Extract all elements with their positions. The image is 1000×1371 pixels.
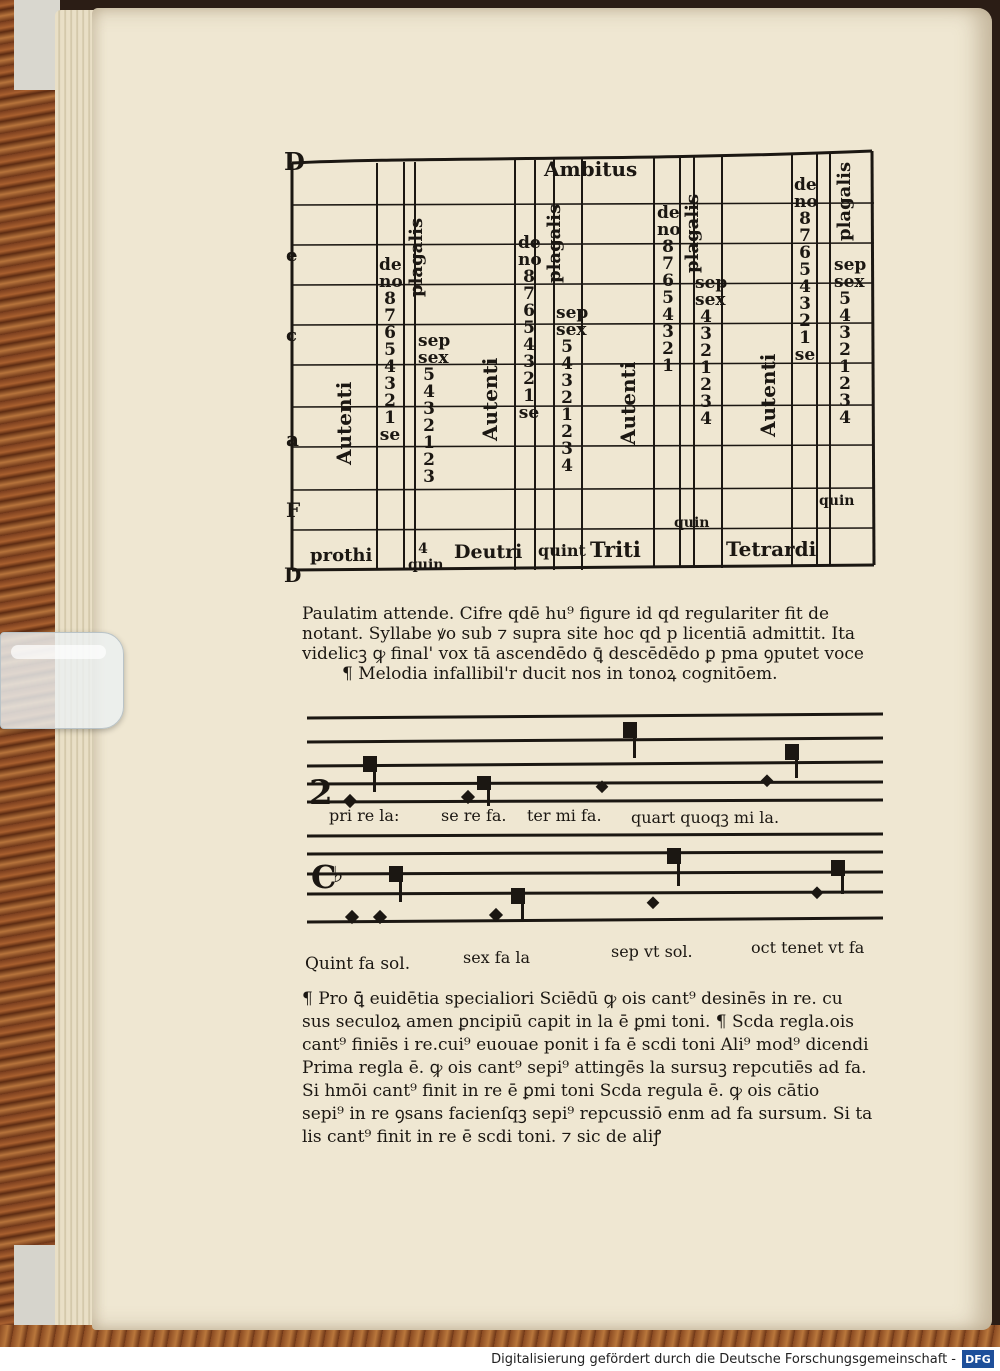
label-quin-3: quin	[819, 493, 855, 509]
text-line: notant. Syllabe ꝟo sub ⁊ supra site hoc …	[302, 624, 856, 644]
syllable: oct tenet vt fa	[751, 938, 865, 957]
left-letter-D: D	[284, 563, 302, 587]
music-staff-1: 2 pri re la: se re fa. ter mi fa. quart …	[305, 700, 885, 830]
text-line: lis cant⁹ finit in re ē scdi toni. ⁊ sic…	[302, 1127, 662, 1147]
footer-bar	[0, 1347, 1000, 1371]
left-letter-c: c	[286, 325, 297, 346]
book-page	[92, 8, 992, 1330]
paragraph-rules: ¶ Pro ꝗ̄ euidētia specialiori Sciēdū ꝙ o…	[302, 988, 892, 1149]
text-line: cant⁹ finiēs i re.cui⁹ euouae ponit i fa…	[302, 1035, 869, 1055]
ambitus-table: Ambitus D e c a F D Autenti plagalis Aut…	[282, 145, 880, 587]
table-corner-letter: D	[284, 147, 305, 176]
svg-text:♭: ♭	[333, 862, 343, 888]
left-letter-a: a	[286, 427, 299, 451]
label-quint: quint	[538, 541, 586, 560]
svg-text:C: C	[311, 858, 336, 896]
footer-credit: Digitalisierung gefördert durch die Deut…	[491, 1352, 956, 1367]
left-letter-e: e	[286, 245, 298, 266]
label-prothi: prothi	[310, 545, 373, 566]
text-line: ¶ Pro ꝗ̄ euidētia specialiori Sciēdū ꝙ o…	[302, 989, 843, 1009]
staff-2-notation: C ♭	[306, 832, 884, 925]
text-line: sepi⁹ in re ꝯsans facienſqꝫ sepi⁹ repcus…	[302, 1104, 873, 1124]
cover-corner-top	[14, 0, 60, 90]
rotated-plagalis-4: plagalis	[834, 161, 855, 241]
staff-1-notation: 2	[306, 712, 884, 813]
label-deutri: Deutri	[454, 541, 523, 563]
rotated-autenti-4: Autenti	[756, 353, 780, 437]
label-quin-2: quin	[674, 515, 710, 531]
label-triti: Triti	[590, 537, 641, 562]
text-line: Paulatim attende. Cifre qdē hu⁹ figure i…	[302, 604, 830, 624]
syllable: sep vt sol.	[611, 942, 693, 961]
paragraph-intro: Paulatim attende. Cifre qdē hu⁹ figure i…	[302, 604, 892, 684]
label-tetrardi: Tetrardi	[726, 537, 817, 561]
syllable: se re fa.	[441, 806, 507, 825]
table-grid	[290, 149, 876, 572]
rotated-plagalis-1: plagalis	[406, 217, 427, 297]
text-line: ¶ Melodia infallibil'r ducit nos in tono…	[342, 664, 778, 684]
dfg-logo-icon: DFG	[962, 1350, 994, 1368]
svg-text:2: 2	[309, 773, 333, 813]
rotated-autenti-2: Autenti	[478, 357, 502, 441]
text-line: Prima regla ē. ꝙ ois cant⁹ sepi⁹ attingē…	[302, 1058, 867, 1078]
clip-highlight	[11, 645, 106, 659]
rotated-plagalis-3: plagalis	[682, 193, 703, 273]
label-4-quin: 4 quin	[408, 541, 444, 573]
syllable: ter mi fa.	[527, 806, 602, 825]
table-header-ambitus: Ambitus	[544, 157, 638, 181]
page-holder-clip	[0, 632, 124, 729]
syllable: Quint fa sol.	[305, 954, 411, 974]
rotated-autenti-3: Autenti	[616, 361, 640, 445]
book-cover-bottom	[0, 1325, 1000, 1347]
text-line: Si hmōi cant⁹ finit in re ē ꝑmi toni Scd…	[302, 1081, 820, 1101]
rotated-plagalis-2: plagalis	[544, 203, 565, 283]
text-line: sus seculoꝝ amen ꝑncipiū capit in la ē ꝑ…	[302, 1012, 855, 1032]
music-staff-2: C ♭ Quint fa sol. sex fa la sep vt sol. …	[305, 830, 885, 980]
syllable: sex fa la	[463, 948, 530, 967]
syllable: pri re la:	[329, 806, 400, 825]
syllable: quart quoqꝫ mi la.	[631, 808, 780, 827]
left-letter-F: F	[286, 498, 301, 522]
text-line: videlicꝫ ꝙ final' vox tā ascendēdo ꝗ̄ de…	[302, 644, 864, 664]
rotated-autenti-1: Autenti	[332, 381, 356, 465]
